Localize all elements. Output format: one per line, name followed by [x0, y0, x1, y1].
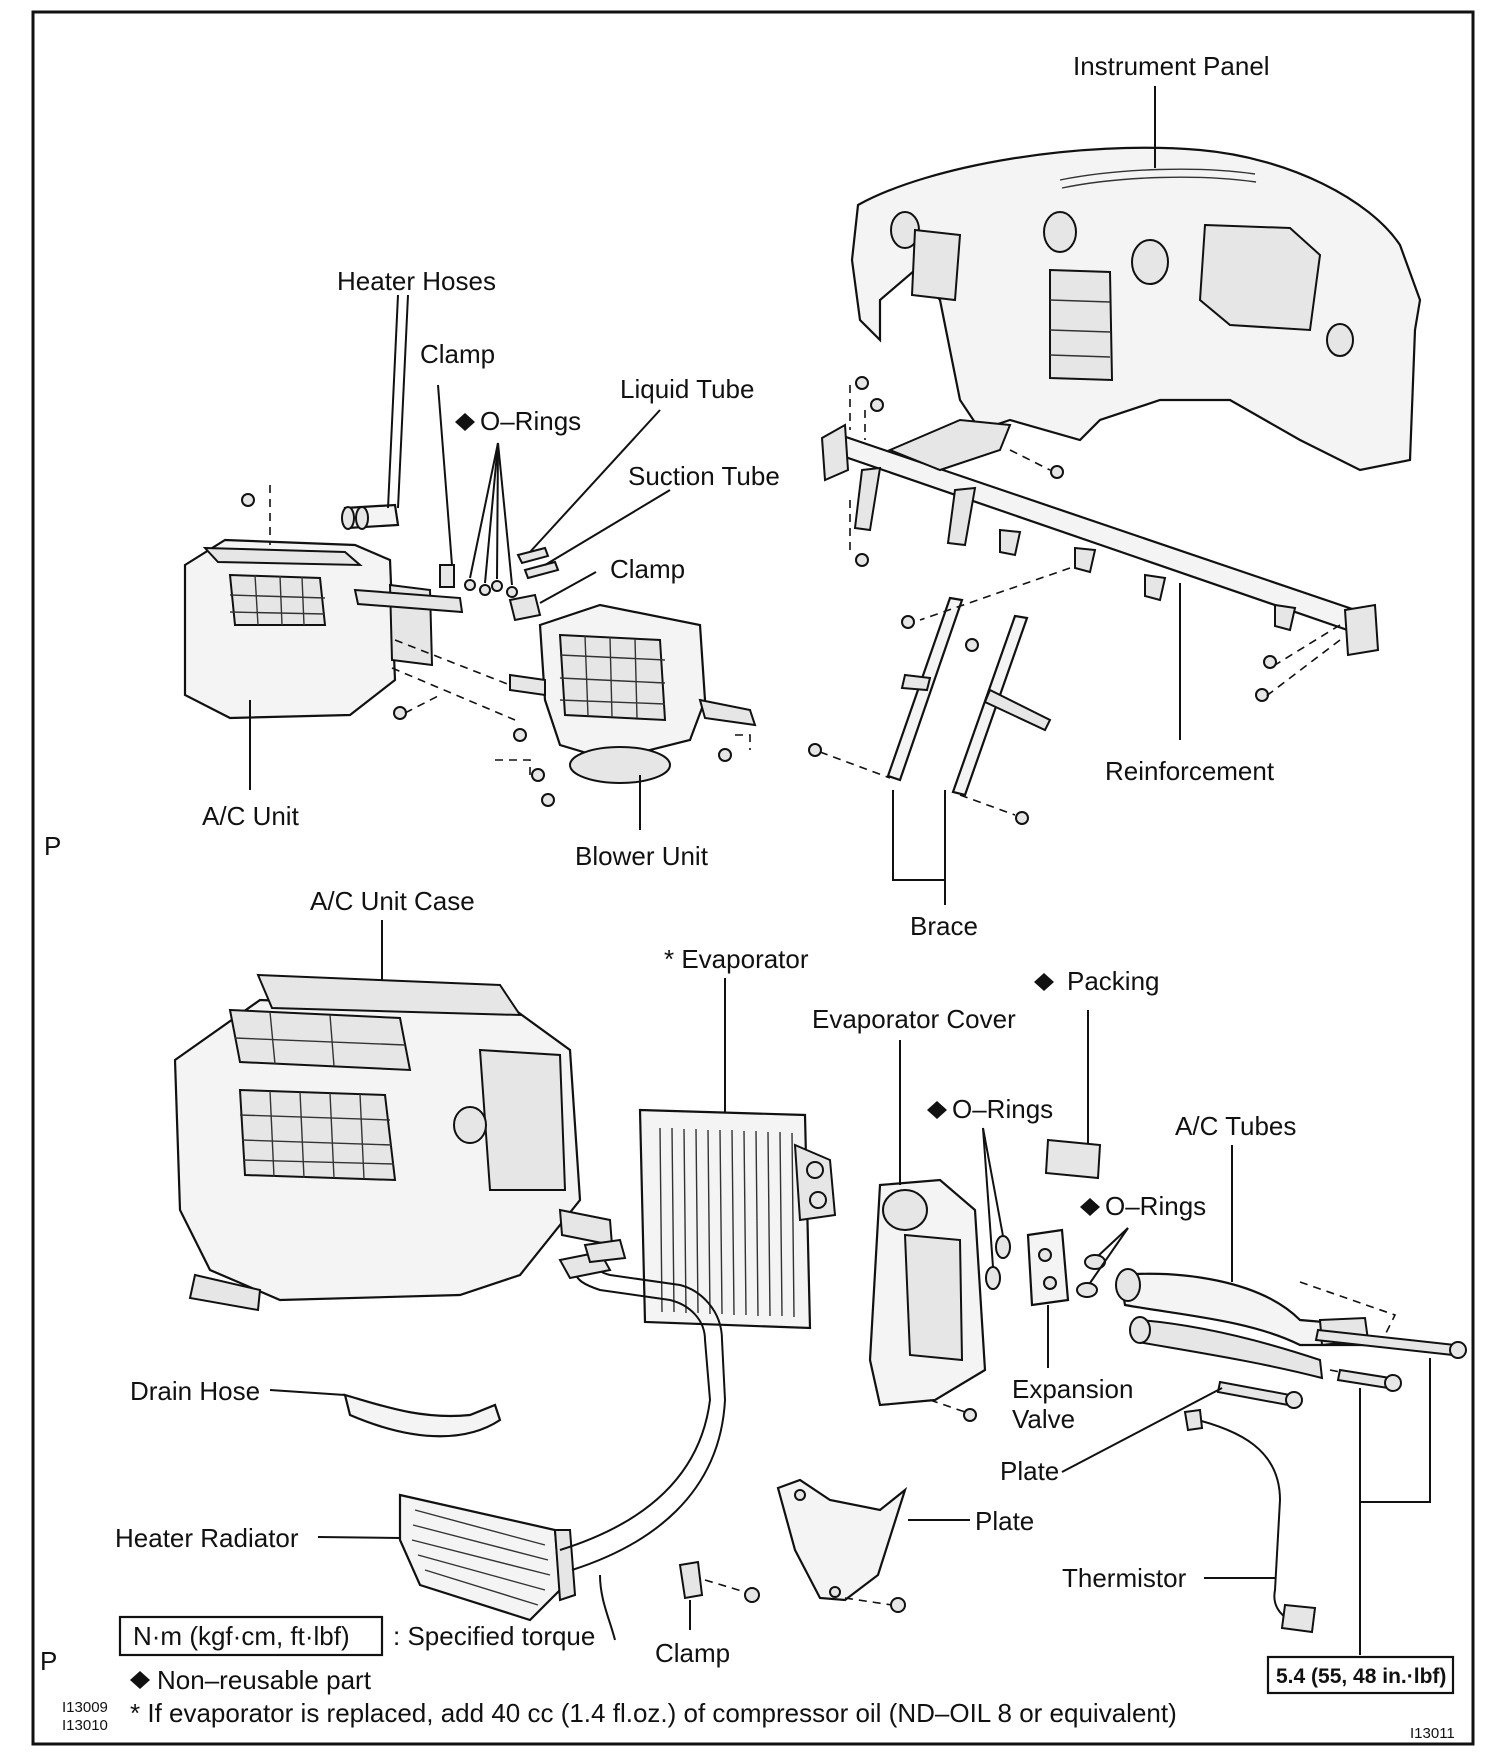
- torque-value: 5.4 (55, 48 in.·lbf): [1276, 1665, 1446, 1688]
- code-2: I13010: [62, 1717, 108, 1734]
- bolt-group-right: [1314, 1328, 1467, 1392]
- legend-torque-desc: : Specified torque: [393, 1621, 595, 1651]
- evaporator-part: [638, 1108, 837, 1330]
- label-o-rings-cover: O–Rings: [952, 1094, 1053, 1124]
- label-heater-radiator: Heater Radiator: [115, 1523, 299, 1553]
- bolt-icon: [744, 1587, 760, 1603]
- legend-torque-box: [118, 1615, 384, 1657]
- label-brace: Brace: [910, 911, 978, 941]
- label-ac-tubes: A/C Tubes: [1175, 1111, 1296, 1141]
- label-plate-mid: Plate: [975, 1506, 1034, 1536]
- torque-value-box: [1266, 1655, 1455, 1695]
- instrument-panel-part: [850, 146, 1422, 472]
- brace-parts: [886, 596, 1052, 797]
- diagram-frame: [31, 10, 1475, 1746]
- ac-unit-part: [183, 493, 464, 720]
- heater-radiator-part: [398, 1238, 727, 1641]
- label-expansion-valve-1: Expansion: [1012, 1374, 1133, 1404]
- nonreusable-diamond-icon: [1034, 973, 1054, 991]
- label-reinforcement: Reinforcement: [1105, 756, 1275, 786]
- ac-unit-case-part: [173, 973, 614, 1312]
- label-clamp-top: Clamp: [420, 339, 495, 369]
- evaporator-cover-part: [868, 1178, 987, 1422]
- label-p-top: P: [44, 831, 61, 861]
- label-drain-hose: Drain Hose: [130, 1376, 260, 1406]
- plate-right-part: [1216, 1380, 1303, 1409]
- o-rings-top-part: [464, 579, 518, 598]
- label-clamp-mid: Clamp: [610, 554, 685, 584]
- label-liquid-tube: Liquid Tube: [620, 374, 754, 404]
- label-blower-unit: Blower Unit: [575, 841, 709, 871]
- bolt-group-top: [808, 376, 1277, 825]
- o-ring-valve-2: [1076, 1282, 1098, 1298]
- liquid-suction-tube-part: [516, 546, 560, 580]
- label-heater-hoses: Heater Hoses: [337, 266, 496, 296]
- label-evaporator: * Evaporator: [664, 944, 809, 974]
- o-ring-cover-2: [985, 1266, 1001, 1290]
- label-plate-right: Plate: [1000, 1456, 1059, 1486]
- expansion-valve-part: [1026, 1228, 1070, 1307]
- packing-part: [1044, 1138, 1102, 1180]
- label-expansion-valve-2: Valve: [1012, 1404, 1075, 1434]
- nonreusable-diamond-icon: [455, 413, 475, 431]
- blower-unit-part: [509, 603, 757, 807]
- bolt-icon: [393, 706, 407, 720]
- label-evaporator-cover: Evaporator Cover: [812, 1004, 1016, 1034]
- label-thermistor: Thermistor: [1062, 1563, 1187, 1593]
- reinforcement-part: [820, 418, 1380, 657]
- label-ac-unit: A/C Unit: [202, 801, 300, 831]
- nonreusable-diamond-icon: [130, 1671, 150, 1689]
- label-instrument-panel: Instrument Panel: [1073, 51, 1270, 81]
- legend-torque-unit: N·m (kgf·cm, ft·lbf): [133, 1621, 350, 1651]
- o-ring-cover-1: [995, 1235, 1011, 1259]
- nonreusable-diamond-icon: [1080, 1198, 1100, 1216]
- ac-tubes-part: [1115, 1268, 1370, 1380]
- clamp-top-part: [439, 564, 455, 588]
- label-o-rings-valve: O–Rings: [1105, 1191, 1206, 1221]
- label-clamp-bottom: Clamp: [655, 1638, 730, 1668]
- label-p-bottom: P: [40, 1646, 57, 1676]
- nonreusable-diamond-icon: [927, 1101, 947, 1119]
- label-ac-unit-case: A/C Unit Case: [310, 886, 475, 916]
- drain-hose-part: [343, 1393, 502, 1438]
- code-3: I13011: [1410, 1725, 1455, 1742]
- label-o-rings-top: O–Rings: [480, 406, 581, 436]
- legend-nonreusable: Non–reusable part: [157, 1665, 372, 1695]
- label-suction-tube: Suction Tube: [628, 461, 780, 491]
- clamp-bottom-part: [678, 1560, 704, 1600]
- plate-mid-part: [776, 1478, 908, 1613]
- thermistor-part: [1183, 1408, 1317, 1634]
- clamp-mid-part: [508, 593, 542, 622]
- legend-note: * If evaporator is replaced, add 40 cc (…: [130, 1698, 1177, 1728]
- heater-hoses-part: [341, 503, 400, 530]
- code-1: I13009: [62, 1699, 108, 1716]
- label-packing: Packing: [1067, 966, 1160, 996]
